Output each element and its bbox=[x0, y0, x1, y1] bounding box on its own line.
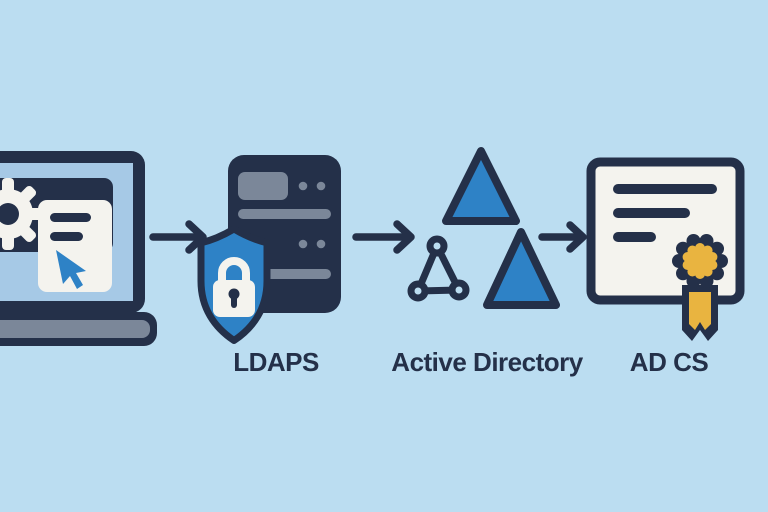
rosette-seal-icon bbox=[672, 234, 728, 288]
certificate-rosette-icon bbox=[586, 157, 745, 341]
arrow-right-icon bbox=[352, 220, 415, 254]
label-ad-cs: AD CS bbox=[629, 347, 709, 377]
label-ldaps: LDAPS bbox=[233, 347, 319, 377]
triangle-large-icon bbox=[442, 147, 520, 225]
laptop-settings-icon bbox=[0, 151, 157, 346]
certificate-line bbox=[613, 208, 690, 218]
certificate-line bbox=[613, 184, 717, 194]
label-active-directory: Active Directory bbox=[391, 347, 583, 377]
cursor-icon bbox=[56, 250, 86, 289]
ribbon-icon bbox=[682, 285, 718, 341]
screen-card bbox=[38, 200, 112, 292]
arrow-right-icon bbox=[149, 220, 207, 254]
triangle-small-icon bbox=[483, 228, 560, 309]
card-line bbox=[50, 213, 91, 222]
laptop-base-bar bbox=[0, 320, 150, 338]
directory-triangles-network-icon bbox=[407, 147, 560, 309]
shield-lock-icon bbox=[197, 225, 271, 344]
certificate-line bbox=[613, 232, 656, 242]
network-nodes-icon bbox=[407, 235, 470, 302]
secure-server-shield-lock-icon bbox=[197, 155, 341, 344]
card-line bbox=[50, 232, 83, 241]
padlock-icon bbox=[213, 257, 255, 317]
arrow-right-icon bbox=[538, 221, 587, 253]
